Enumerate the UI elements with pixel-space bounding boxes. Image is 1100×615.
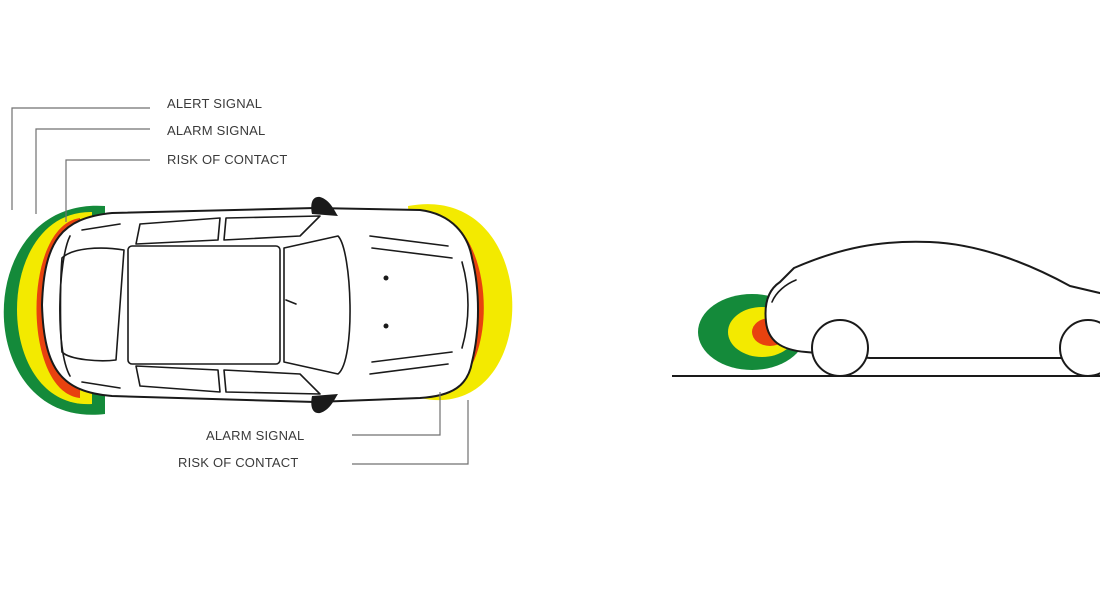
label-rear-risk-of-contact: RISK OF CONTACT (178, 455, 298, 470)
alert-leader (11, 107, 150, 210)
label-risk-of-contact: RISK OF CONTACT (167, 152, 287, 167)
rear-alarm-leader (352, 392, 441, 436)
rear-risk-leader (352, 400, 469, 465)
risk-leader (65, 159, 150, 222)
front-leaders (11, 107, 150, 222)
label-alert-signal: ALERT SIGNAL (167, 96, 262, 111)
rear-wheel (1059, 319, 1100, 377)
car-top-view (41, 196, 479, 414)
top-view: ALERT SIGNAL ALARM SIGNAL RISK OF CONTAC… (3, 96, 513, 470)
rear-window (283, 235, 351, 375)
alarm-leader (35, 128, 150, 214)
mirror-bottom (311, 394, 338, 414)
rear-leaders (352, 392, 469, 465)
roof (127, 245, 281, 365)
label-alarm-signal: ALARM SIGNAL (167, 123, 266, 138)
mirror-top (311, 196, 338, 216)
front-wheel (811, 319, 869, 377)
windshield (59, 247, 125, 362)
car-body-outline (41, 207, 479, 403)
side-view (672, 240, 1100, 377)
label-rear-alarm-signal: ALARM SIGNAL (206, 428, 305, 443)
